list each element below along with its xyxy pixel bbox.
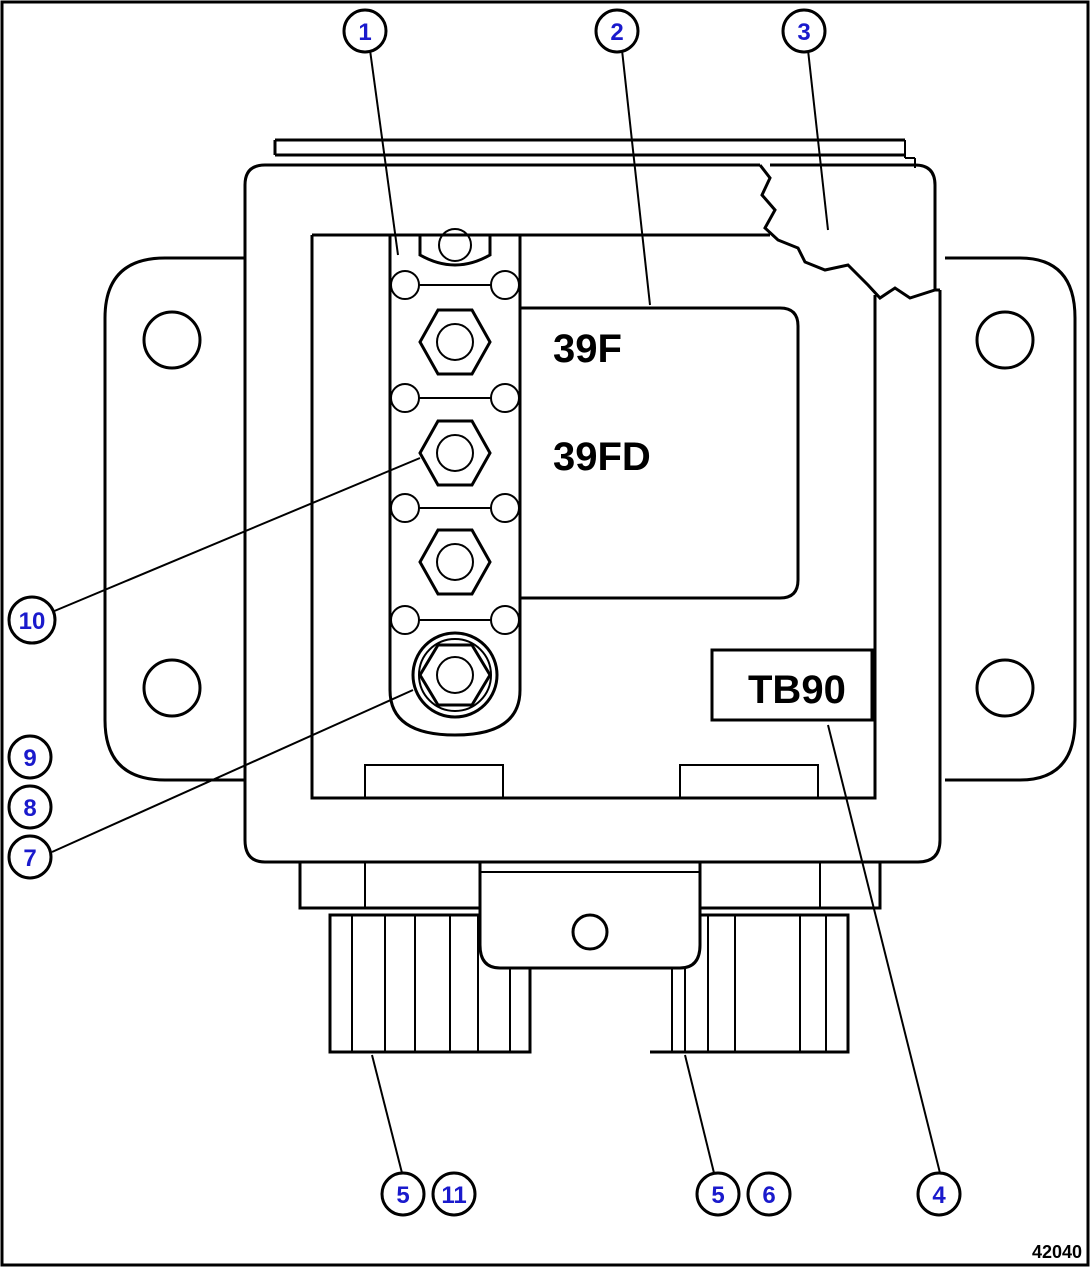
svg-text:4: 4 [932, 1182, 946, 1209]
callout-7: 7 [7, 834, 53, 880]
left-connector-plug [328, 913, 532, 1054]
callout-5-left: 5 [380, 1171, 426, 1217]
bottom-connectors [298, 862, 882, 1054]
svg-text:1: 1 [358, 19, 371, 46]
callouts: 1 2 3 10 9 8 7 5 [7, 8, 962, 1217]
fuse-label-39fd: 39FD [553, 435, 651, 479]
tb90-tag: TB90 [710, 648, 874, 722]
mount-hole-bottom-right [975, 658, 1035, 718]
label-plate: 39F 39FD [520, 306, 800, 600]
svg-text:8: 8 [23, 795, 36, 822]
svg-text:9: 9 [23, 745, 36, 772]
callout-6: 6 [746, 1171, 792, 1217]
fuse-holder-strip [388, 228, 522, 737]
fuse-nut-3 [418, 528, 492, 596]
right-connector-plug [650, 913, 850, 1054]
terminal-block-label: TB90 [748, 668, 846, 712]
stud-nut [411, 631, 499, 719]
top-flange [273, 138, 916, 168]
svg-text:2: 2 [610, 19, 623, 46]
mount-hole-bottom-left [142, 658, 202, 718]
figure-number: 42040 [1032, 1242, 1082, 1262]
callout-9: 9 [7, 734, 53, 780]
cover [243, 163, 942, 864]
fuse-nut-2 [418, 419, 492, 487]
callout-10: 10 [7, 595, 57, 645]
center-hole [571, 913, 609, 951]
svg-text:11: 11 [441, 1182, 466, 1209]
fuse-nut-1 [418, 308, 492, 376]
fuse-label-39f: 39F [553, 327, 622, 371]
callout-4: 4 [916, 1171, 962, 1217]
callout-3: 3 [781, 8, 827, 54]
mounting-bracket [103, 256, 1077, 782]
terminal-block [310, 233, 877, 800]
svg-text:7: 7 [23, 845, 36, 872]
svg-text:5: 5 [711, 1182, 724, 1209]
svg-text:5: 5 [396, 1182, 409, 1209]
svg-text:10: 10 [19, 608, 46, 635]
callout-5-right: 5 [695, 1171, 741, 1217]
callout-11: 11 [431, 1171, 477, 1217]
leader-lines [51, 49, 941, 1174]
callout-8: 8 [7, 784, 53, 830]
mount-hole-top-right [975, 310, 1035, 370]
callout-1: 1 [342, 8, 388, 54]
mount-hole-top-left [142, 310, 202, 370]
svg-text:6: 6 [762, 1182, 775, 1209]
callout-2: 2 [594, 8, 640, 54]
svg-text:3: 3 [797, 19, 810, 46]
